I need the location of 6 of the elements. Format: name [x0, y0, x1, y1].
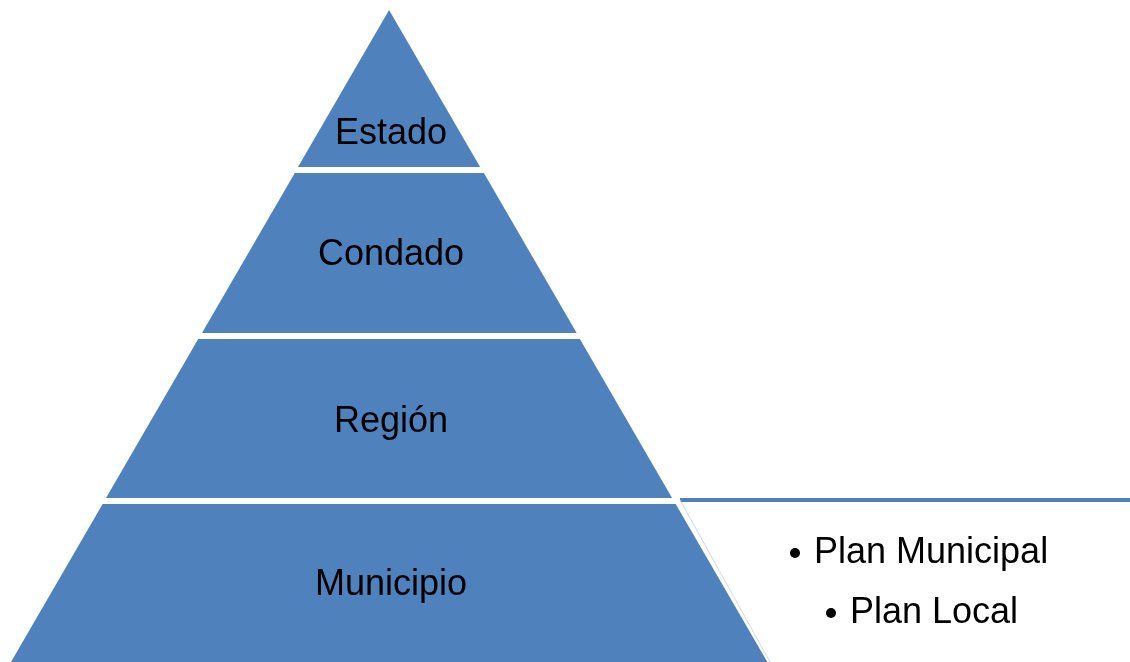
bullet-item: Plan Local — [826, 590, 1019, 632]
tier-label: Condado — [317, 232, 465, 274]
bullet-item: Plan Municipal — [790, 530, 1049, 572]
tier-label: Región — [333, 399, 449, 441]
tier-label: Municipio — [314, 562, 467, 604]
tier-label: Estado — [334, 111, 447, 153]
